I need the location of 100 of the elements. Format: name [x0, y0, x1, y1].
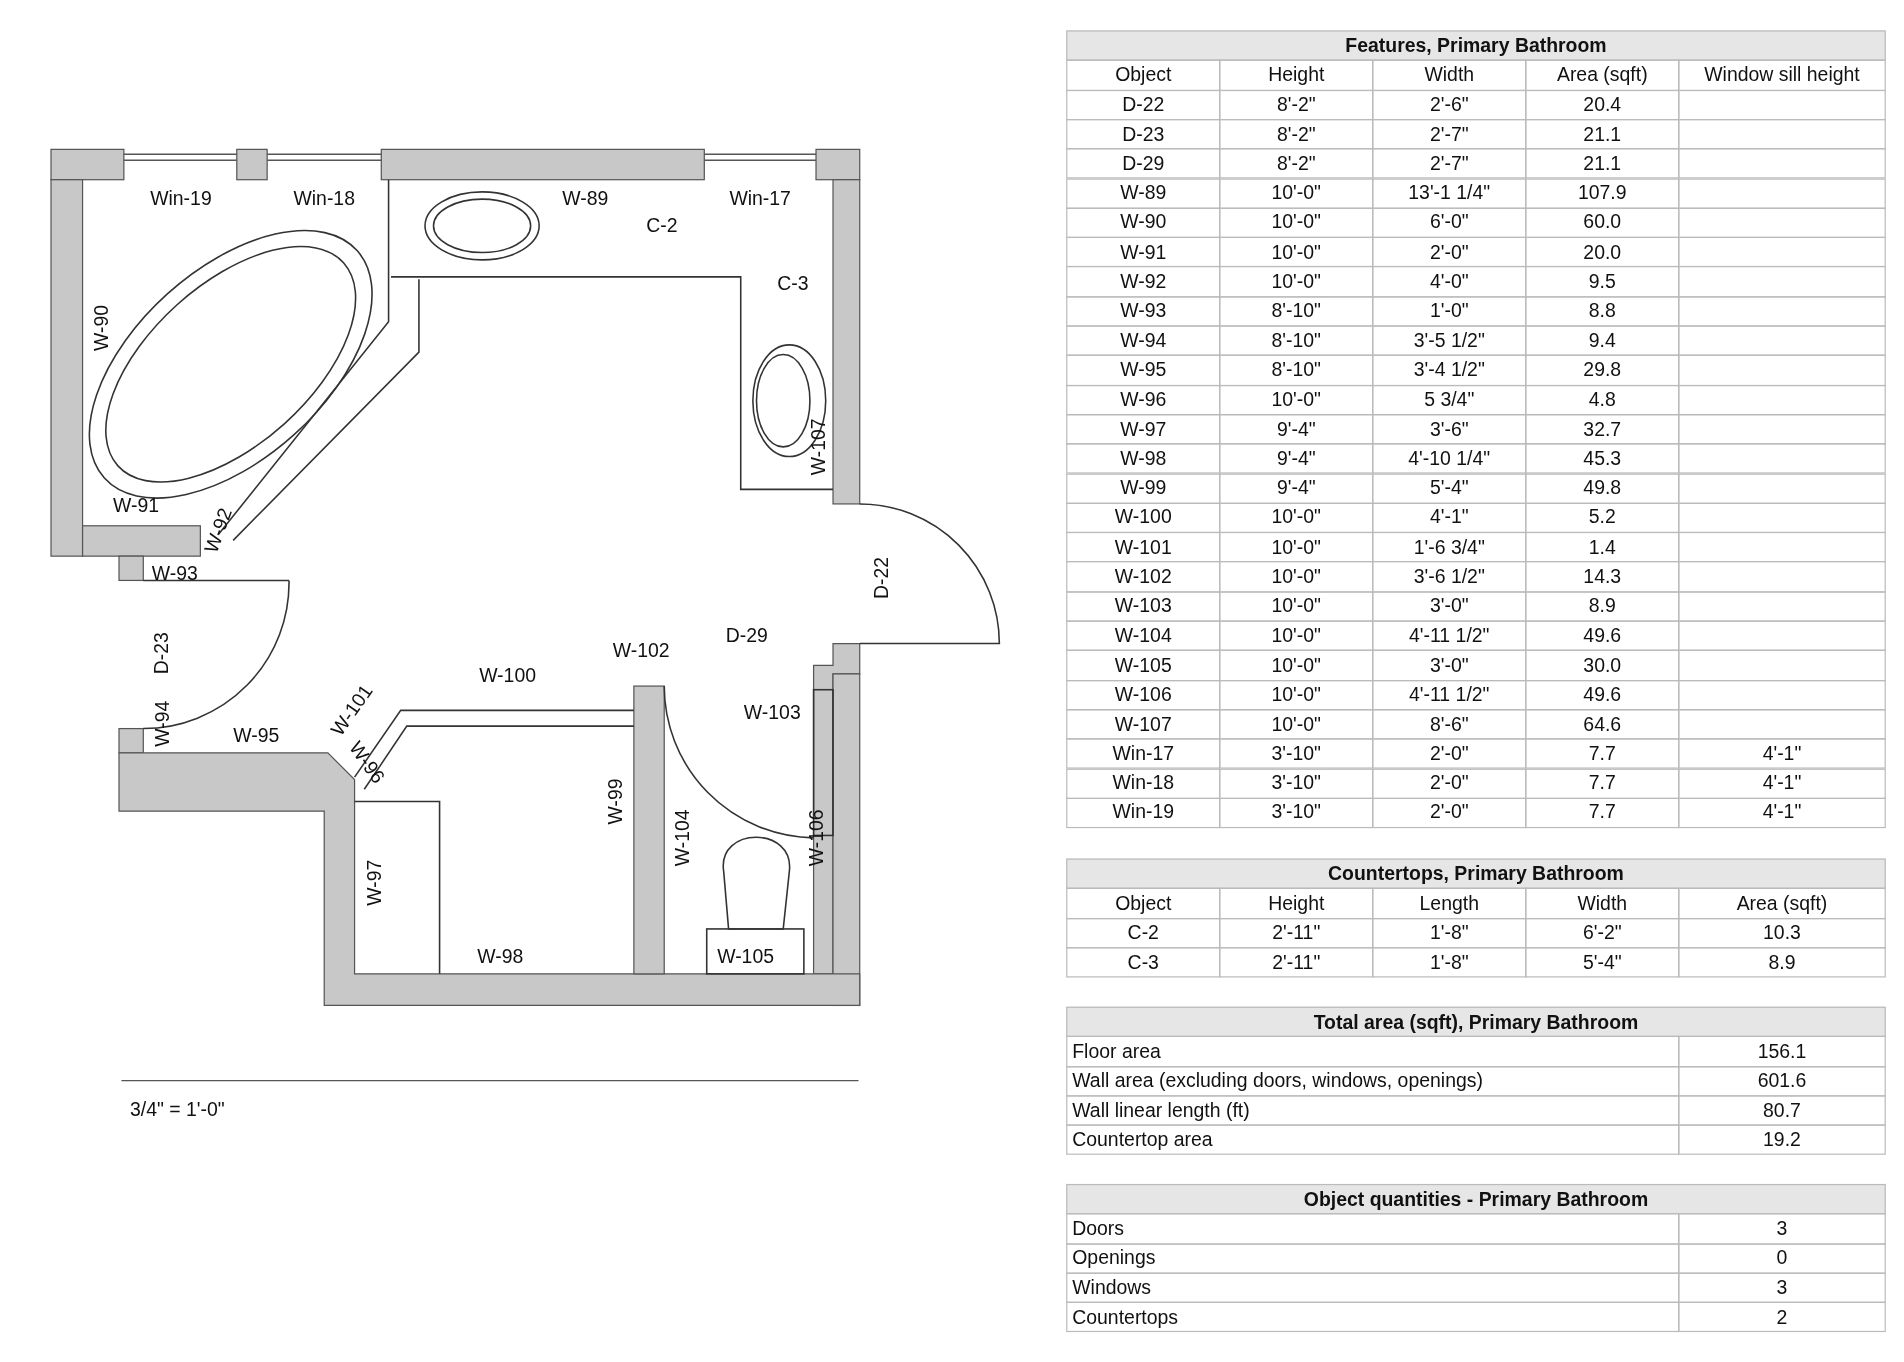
table-cell: 2'-0" [1429, 772, 1469, 795]
table-cell: 3'-10" [1271, 742, 1321, 765]
table-cell: 3'-0" [1429, 654, 1469, 677]
table-title: Features, Primary Bathroom [1345, 34, 1607, 57]
table-cell: 4'-10 1/4" [1408, 447, 1491, 470]
table-cell: Countertops [1072, 1306, 1179, 1329]
table-cell: 21.1 [1583, 152, 1622, 175]
table-cell: Win-18 [1112, 772, 1175, 795]
table-cell: Wall area (excluding doors, windows, openings) [1072, 1070, 1483, 1092]
table-cell: 2 [1776, 1306, 1788, 1329]
table-cell: 2'-7" [1429, 123, 1469, 146]
wall-label: W-106 [807, 809, 827, 867]
table-cell: Doors [1072, 1217, 1125, 1240]
table-cell: Windows [1072, 1276, 1152, 1299]
table-cell: W-106 [1114, 683, 1172, 706]
table-cell: W-99 [1120, 477, 1167, 500]
table-cell: 5'-4" [1429, 477, 1469, 500]
column-header: Area (sqft) [1556, 64, 1648, 87]
table-cell: W-96 [1120, 388, 1167, 411]
table-cell: 8.9 [1768, 951, 1796, 974]
table-cell: 9'-4" [1276, 418, 1316, 441]
countertop-label: C-3 [777, 274, 809, 294]
table-cell: 9.4 [1588, 329, 1616, 352]
column-header: Window sill height [1704, 64, 1860, 87]
table-cell: 4'-0" [1429, 270, 1469, 293]
table-cell: 3'-5 1/2" [1413, 329, 1485, 352]
table-cell: 20.0 [1583, 241, 1622, 264]
table-cell: Win-17 [1112, 742, 1175, 765]
table-cell: D-23 [1122, 123, 1165, 146]
table-title: Object quantities - Primary Bathroom [1303, 1188, 1649, 1211]
table-cell: 2'-6" [1429, 93, 1469, 116]
table-cell: 3'-10" [1271, 801, 1321, 824]
table-title: Countertops, Primary Bathroom [1328, 862, 1624, 885]
table-cell: 4'-11 1/2" [1409, 683, 1490, 706]
table-cell: 1'-8" [1429, 951, 1469, 974]
table-cell: Wall linear length (ft) [1072, 1099, 1250, 1122]
wall-label: W-103 [743, 703, 801, 723]
table-cell: 0 [1776, 1247, 1788, 1270]
wall-label: W-94 [153, 700, 173, 747]
table-cell: 1'-8" [1429, 921, 1469, 944]
table-cell: 80.7 [1763, 1099, 1801, 1122]
table-cell: 6'-0" [1429, 211, 1469, 234]
table-cell: 20.4 [1583, 93, 1622, 116]
table-cell: 4'-1" [1429, 506, 1469, 529]
table-cell: Openings [1072, 1247, 1156, 1270]
table-cell: 49.6 [1583, 624, 1622, 647]
table-cell: 10.3 [1763, 921, 1801, 944]
table-cell: Countertop area [1072, 1129, 1213, 1151]
wall-label: W-105 [717, 947, 774, 967]
table-cell: 4'-1" [1762, 742, 1802, 765]
column-header: Object [1115, 892, 1172, 915]
table-cell: W-94 [1120, 329, 1167, 352]
table-cell: 1.4 [1588, 536, 1616, 559]
table-cell: W-95 [1120, 359, 1167, 382]
table-cell: 60.0 [1583, 211, 1622, 234]
table-cell: W-89 [1120, 182, 1167, 205]
table-cell: 1'-6 3/4" [1413, 536, 1485, 559]
table-cell: 3'-10" [1271, 772, 1321, 795]
table-cell: W-104 [1114, 624, 1172, 647]
table-cell: 10'-0" [1271, 388, 1321, 411]
table-cell: 7.7 [1588, 801, 1616, 824]
table-cell: D-29 [1122, 152, 1165, 175]
wall-label: W-107 [808, 418, 829, 476]
wall-label: W-100 [479, 666, 536, 687]
wall-label: W-99 [605, 778, 626, 825]
table-cell: 2'-0" [1429, 742, 1469, 765]
table-cell: 2'-11" [1272, 921, 1321, 944]
table-cell: 3'-4 1/2" [1413, 359, 1485, 382]
table-cell: 49.6 [1583, 683, 1622, 706]
wall-label: W-95 [233, 726, 280, 746]
table-cell: 9.5 [1588, 270, 1616, 293]
table-cell: 107.9 [1577, 182, 1627, 205]
wall-label: W-98 [477, 947, 524, 967]
wall-label: W-93 [151, 564, 198, 585]
column-header: Width [1577, 892, 1628, 915]
table-cell: 7.7 [1588, 772, 1616, 795]
table-cell: 9'-4" [1276, 477, 1316, 500]
table-cell: W-92 [1120, 270, 1167, 293]
table-cell: 5'-4" [1582, 951, 1622, 974]
table-cell: 5.2 [1588, 506, 1616, 529]
table-cell: 8'-2" [1276, 152, 1316, 175]
table-cell: 5 3/4" [1424, 388, 1475, 411]
scale-note: 3/4" = 1'-0" [129, 1100, 225, 1120]
table-cell: 21.1 [1583, 123, 1622, 146]
table-cell: 29.8 [1583, 359, 1622, 382]
table-cell: 6'-2" [1582, 921, 1622, 944]
table-cell: 4'-1" [1762, 801, 1802, 824]
table-cell: 32.7 [1583, 418, 1622, 441]
table-cell: 2'-0" [1429, 801, 1469, 824]
table-cell: 8'-10" [1271, 359, 1321, 382]
table-cell: 10'-0" [1271, 624, 1321, 647]
table-cell: 45.3 [1583, 447, 1622, 470]
column-header: Object [1115, 64, 1172, 87]
table-cell: 10'-0" [1271, 506, 1321, 529]
wall-label: W-89 [562, 189, 609, 209]
table-cell: 8'-6" [1429, 713, 1469, 736]
table-cell: 14.3 [1583, 565, 1622, 588]
table-cell: W-91 [1120, 241, 1167, 264]
door-label: D-29 [725, 626, 768, 646]
table-cell: 9'-4" [1276, 447, 1316, 470]
